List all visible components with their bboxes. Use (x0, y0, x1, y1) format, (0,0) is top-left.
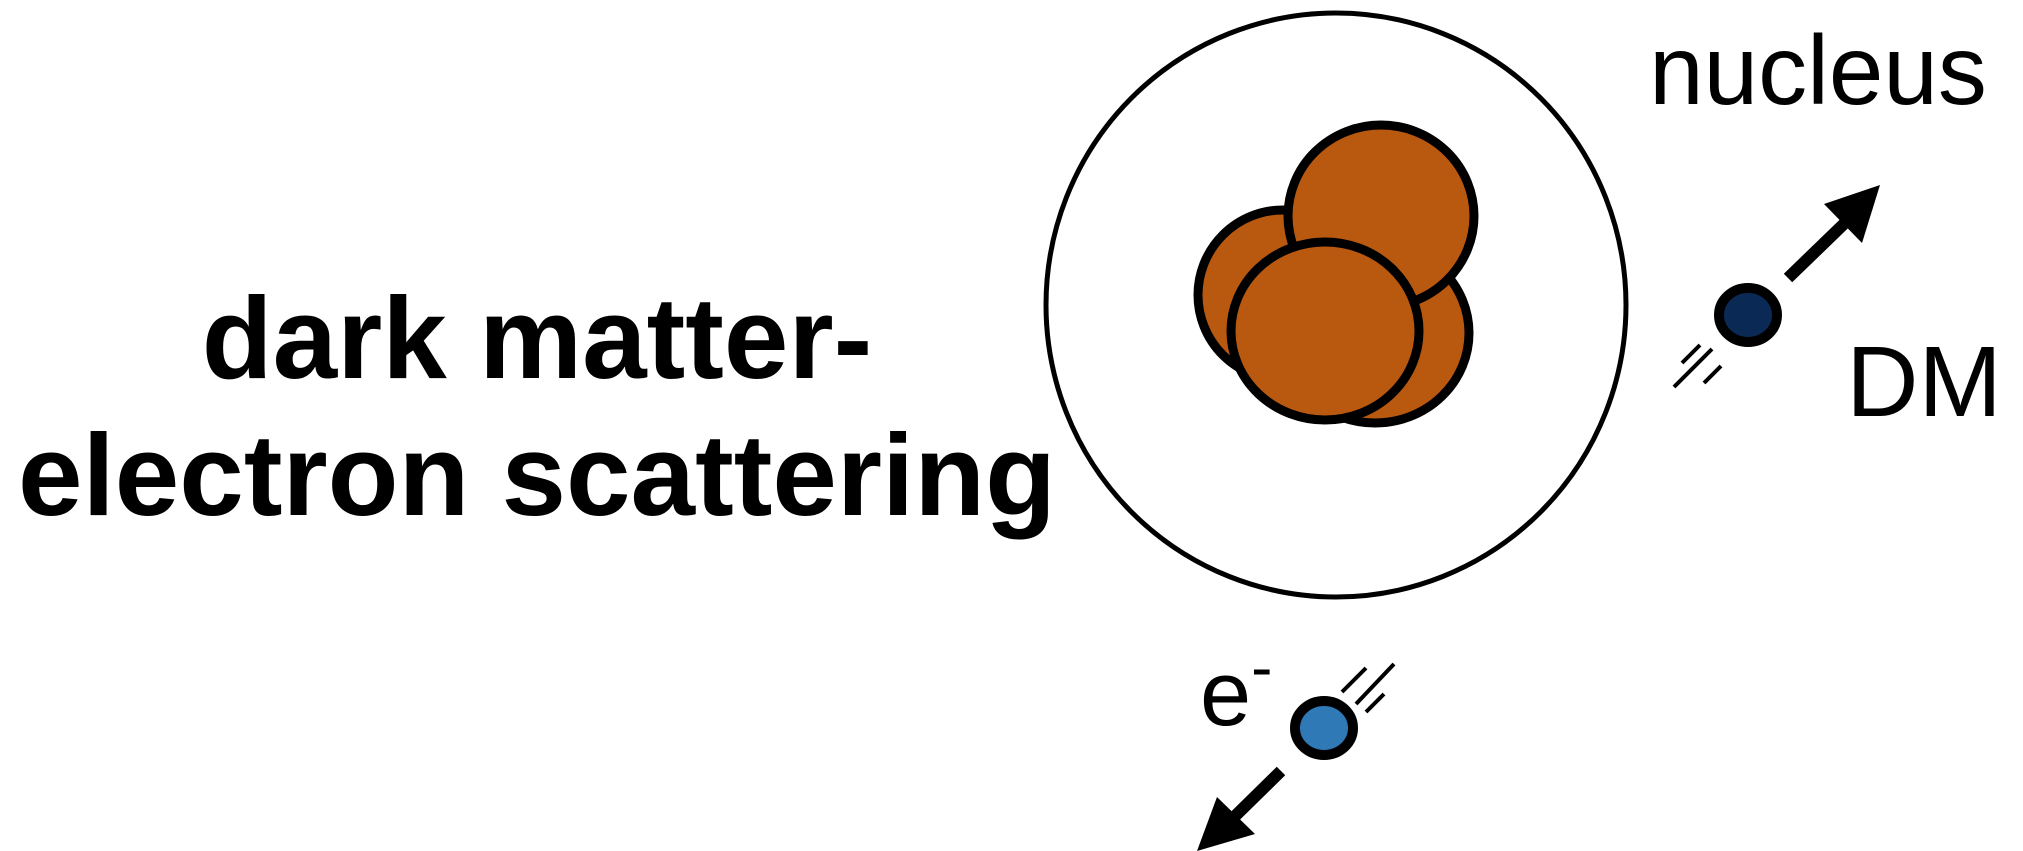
electron-motion-line-1 (1342, 668, 1366, 692)
dm-label: DM (1846, 326, 2002, 438)
electron-particle (1295, 701, 1353, 755)
nucleon-front (1231, 242, 1419, 420)
electron-label: e- (1200, 631, 1272, 745)
dm-motion-line-3 (1704, 366, 1721, 383)
nucleus (1198, 125, 1474, 423)
diagram-title-line-1: dark matter- (202, 273, 872, 403)
electron-motion-line-3 (1366, 694, 1384, 712)
diagram-title-line-2: electron scattering (18, 410, 1056, 540)
dm-particle (1719, 288, 1777, 342)
nucleus-label: nucleus (1649, 15, 1987, 125)
dm-arrow-shaft (1788, 218, 1850, 278)
dm-motion-line-1 (1682, 345, 1700, 363)
electron-symbol: e (1200, 643, 1251, 745)
electron-charge: - (1251, 631, 1272, 703)
